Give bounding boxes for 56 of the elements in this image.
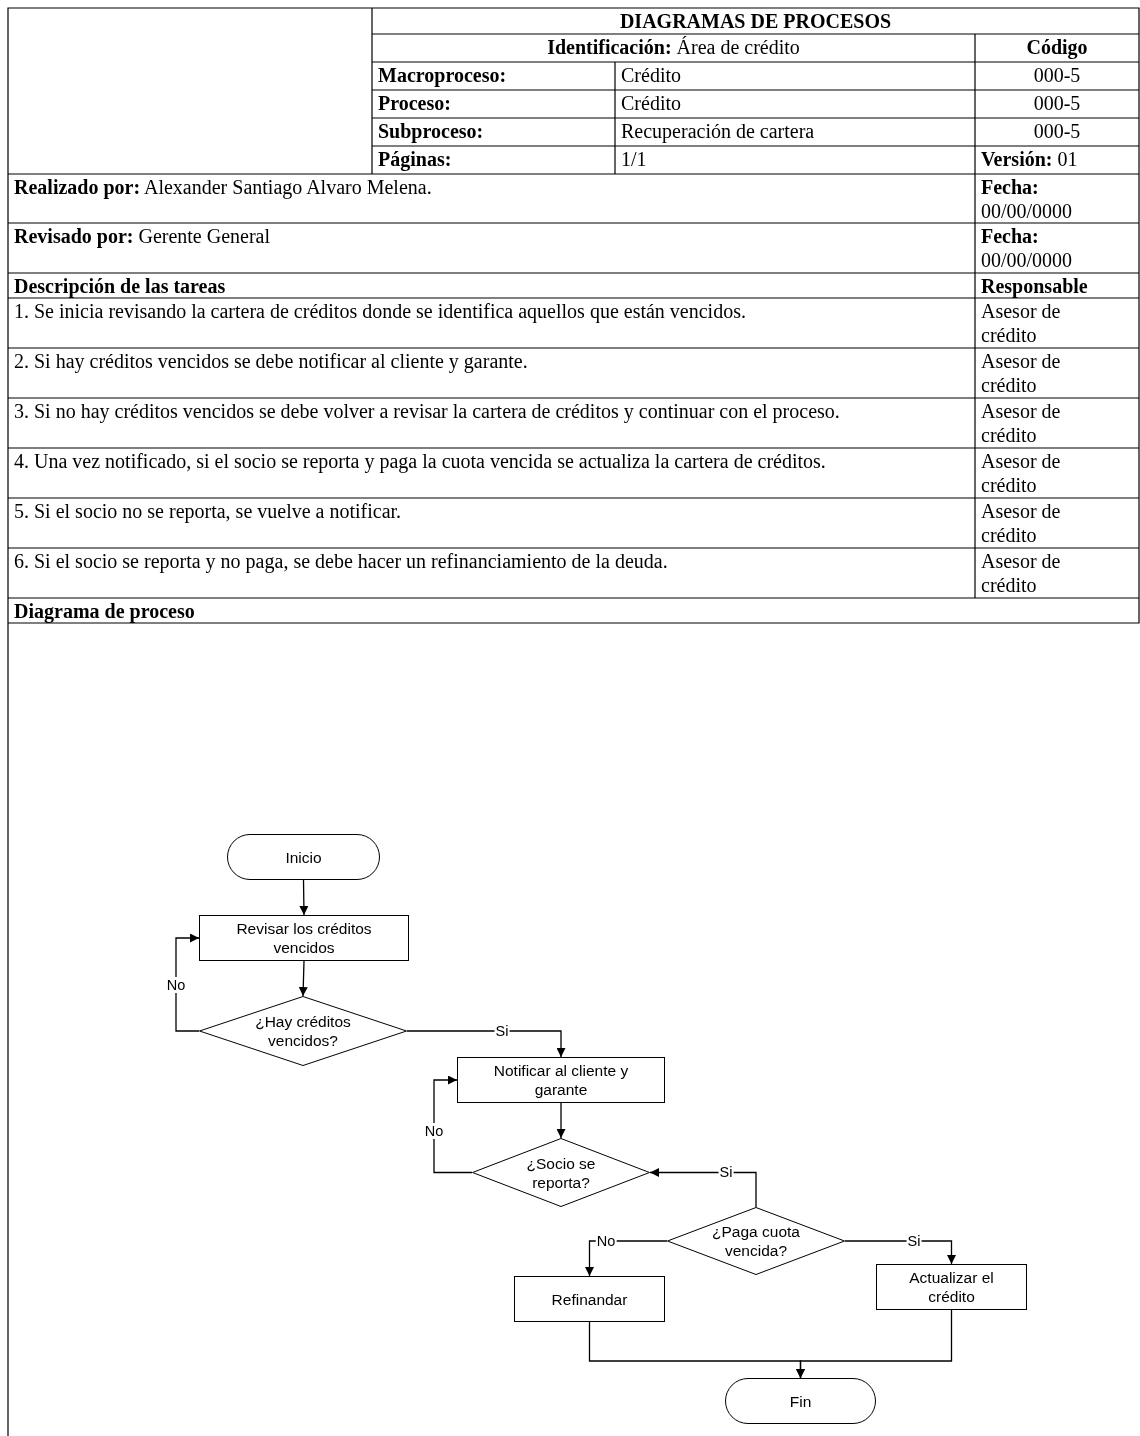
responsible-name: Asesor de crédito <box>981 549 1062 597</box>
edge-label: Si <box>906 1233 922 1249</box>
field-label: Identificación: Área de crédito <box>547 35 800 59</box>
field-label: Proceso: <box>378 91 451 115</box>
column-heading: Descripción de las tareas <box>14 274 226 298</box>
edge-label: No <box>423 1123 445 1139</box>
responsible-name: Asesor de crédito <box>981 399 1062 447</box>
task-description: 5. Si el socio no se reporta, se vuelve a notificar. <box>14 499 402 523</box>
responsible-name: Asesor de crédito <box>981 349 1062 397</box>
task-description: 3. Si no hay créditos vencidos se debe volver a revisar la cartera de créditos y continuar con el proceso. <box>14 399 840 423</box>
field-label: Subproceso: <box>378 119 484 143</box>
responsible-name: Asesor de crédito <box>981 299 1062 347</box>
edge-label: No <box>165 977 187 993</box>
edge-label: Si <box>718 1164 734 1180</box>
arrow <box>433 1075 473 1174</box>
decision-diamond: ¿Socio se reporta? <box>472 1138 650 1207</box>
task-description: 4. Una vez notificado, si el socio se reporta y paga la cuota vencida se actualiza la cartera de créditos. <box>14 449 826 473</box>
field-label: Realizado por: Alexander Santiago Alvaro Melena. <box>14 175 432 199</box>
arrow <box>556 1102 566 1139</box>
field-value: Crédito <box>621 63 681 87</box>
arrow <box>299 879 309 916</box>
decision-diamond: ¿Paga cuota vencida? <box>667 1207 845 1275</box>
arrow <box>844 1240 956 1265</box>
responsible-name: Asesor de crédito <box>981 499 1062 547</box>
task-description: 6. Si el socio se reporta y no paga, se debe hacer un refinanciamiento de la deuda. <box>14 549 668 573</box>
date-field: Fecha: 00/00/0000 <box>981 224 1101 272</box>
arrow <box>175 933 200 1032</box>
task-description: 1. Se inicia revisando la cartera de créditos donde se identifica aquellos que están vencidos. <box>14 299 746 323</box>
code-value: 000-5 <box>1033 119 1081 143</box>
decision-diamond: ¿Hay créditos vencidos? <box>199 996 407 1066</box>
field-label: Páginas: <box>378 147 452 171</box>
process-box: Revisar los créditos vencidos <box>199 915 409 961</box>
field-label: Macroproceso: <box>378 63 507 87</box>
arrow <box>796 1309 953 1379</box>
section-heading: Diagrama de proceso <box>14 599 195 623</box>
table-title: DIAGRAMAS DE PROCESOS <box>619 9 892 33</box>
arrow <box>406 1030 566 1058</box>
code-value: 000-5 <box>1033 91 1081 115</box>
column-heading: Responsable <box>981 274 1088 298</box>
process-box: Refinandar <box>514 1276 665 1322</box>
process-box: Notificar al cliente y garante <box>457 1057 665 1103</box>
process-box: Actualizar el crédito <box>876 1264 1027 1310</box>
edge-label: Si <box>494 1023 510 1039</box>
responsible-name: Asesor de crédito <box>981 449 1062 497</box>
arrow <box>298 960 308 997</box>
edge-label: No <box>595 1233 617 1249</box>
column-heading: Código <box>1026 35 1088 59</box>
code-value: 000-5 <box>1033 63 1081 87</box>
field-label: Versión: 01 <box>981 147 1078 171</box>
field-value: Recuperación de cartera <box>621 119 815 143</box>
date-field: Fecha: 00/00/0000 <box>981 175 1101 223</box>
field-label: Revisado por: Gerente General <box>14 224 271 248</box>
field-value: Crédito <box>621 91 681 115</box>
task-description: 2. Si hay créditos vencidos se debe notificar al cliente y garante. <box>14 349 528 373</box>
field-value: 1/1 <box>621 147 647 171</box>
arrow <box>649 1168 757 1208</box>
